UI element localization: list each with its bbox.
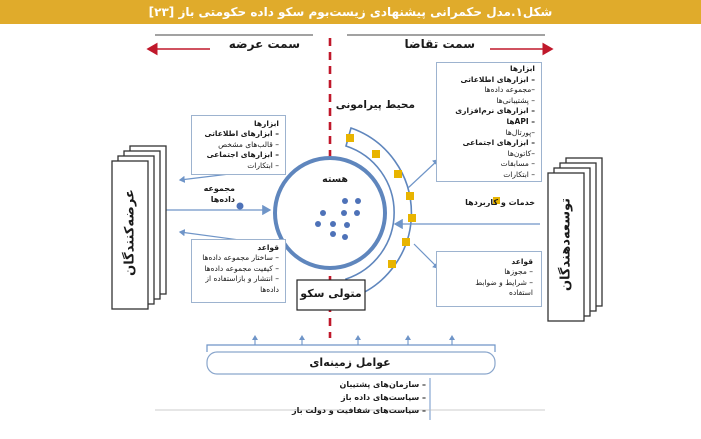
suppliers-label: عرضه‌کنندگان: [122, 189, 138, 276]
right-rules-box: قواعد – مجوزها – شرایط و ضوابط استفاده: [436, 251, 542, 307]
demand-side-label: سمت تقاضا: [404, 37, 475, 51]
right-rules-item: – شرایط و ضوابط: [475, 277, 533, 287]
right-tools-list: ابزارها – ابزارهای اطلاعاتی –مجموعه داده…: [455, 64, 535, 181]
right-tools-arrow: [407, 159, 439, 189]
contextual-arrowheads: [252, 335, 455, 340]
core-dots: [315, 198, 361, 240]
right-tools-item: – مسابقات: [500, 159, 535, 169]
core-label: هسته: [322, 174, 348, 185]
left-rules-item: – انتشار و بازاستفاده از: [205, 274, 279, 284]
left-tools-item: – ابزارهای اجتماعی: [206, 150, 279, 160]
perimeter-label: محیط پیرامونی: [335, 99, 415, 111]
contextual-bracket-top: [206, 344, 496, 352]
service-square: [493, 197, 500, 204]
left-tools-item: – ابزارهای اطلاعاتی: [204, 129, 279, 139]
left-rules-list: قواعد – ساختار مجموعه داده‌ها – کیفیت مج…: [202, 243, 279, 295]
left-rules-item: قواعد: [257, 243, 279, 252]
right-tools-item: – ابزارهای نرم‌افزاری: [455, 106, 535, 116]
left-rules-item: – کیفیت مجموعه داده‌ها: [204, 263, 279, 273]
right-tools-item: – APIها: [506, 116, 536, 126]
datasets-label-line1: مجموعه: [203, 184, 235, 193]
left-tools-list: ابزارها – ابزارهای اطلاعاتی – قالب‌های م…: [205, 119, 279, 171]
developers-stack: [547, 157, 603, 322]
right-rules-item: – مجوزها: [504, 267, 533, 277]
contextual-list: – سازمان‌های پشتیبان – سیاست‌های داده با…: [292, 378, 426, 417]
contextual-box: [206, 351, 496, 375]
right-tools-item: – ابزارهای اطلاعاتی: [460, 74, 535, 84]
left-tools-item: – قالب‌های مشخص: [218, 139, 279, 149]
right-tools-box: ابزارها – ابزارهای اطلاعاتی –مجموعه داده…: [436, 62, 542, 182]
contextual-list-item: – سیاست‌های داده باز: [341, 393, 426, 402]
right-rules-item: قواعد: [511, 257, 533, 266]
left-rules-box: قواعد – ساختار مجموعه داده‌ها – کیفیت مج…: [191, 239, 286, 303]
right-tools-item: –مجموعه داده‌ها: [484, 85, 535, 95]
left-tools-item: – ابتکارات: [247, 160, 279, 170]
suppliers-stack: [111, 145, 167, 310]
right-rules-item: استفاده: [509, 288, 533, 298]
contextual-list-item: – سازمان‌های پشتیبان: [339, 380, 427, 389]
right-tools-item: – پشتیبانی‌ها: [496, 95, 535, 105]
core-circle: [273, 156, 387, 270]
services-label: خدمات و کاربردها: [465, 198, 535, 207]
figure-title: شکل۱.مدل حکمرانی پیشنهادی زیست‌بوم سکو د…: [0, 0, 701, 24]
developers-label: توسعه‌دهندگان: [558, 197, 574, 292]
left-rules-item: – ساختار مجموعه داده‌ها: [202, 253, 279, 263]
right-rules-arrow: [413, 243, 439, 269]
left-tools-box: ابزارها – ابزارهای اطلاعاتی – قالب‌های م…: [191, 115, 286, 175]
custodian-box: [296, 279, 366, 311]
right-tools-item: –پورتال‌ها: [505, 127, 535, 137]
right-tools-item: – ابزارهای اجتماعی: [462, 138, 535, 148]
datasets-label-line2: داده‌ها: [210, 195, 235, 204]
perimeter-squares: [346, 134, 416, 268]
contextual-factors-label: عوامل زمینه‌ای: [309, 356, 391, 369]
supply-side-label: سمت عرضه: [228, 37, 300, 51]
right-tools-item: – ابتکارات: [503, 169, 535, 179]
contextual-list-item: – سیاست‌های شفافیت و دولت باز: [291, 406, 426, 415]
contextual-arrows: [254, 337, 453, 345]
right-rules-list: قواعد – مجوزها – شرایط و ضوابط استفاده: [475, 257, 533, 299]
dataset-dot: [236, 202, 244, 210]
right-tools-item: –کاتون‌ها: [507, 148, 535, 158]
left-tools-item: ابزارها: [254, 119, 279, 128]
right-tools-item: ابزارها: [510, 64, 535, 73]
left-rules-item: داده‌ها: [260, 284, 279, 294]
custodian-label: متولی سکو: [300, 287, 362, 300]
